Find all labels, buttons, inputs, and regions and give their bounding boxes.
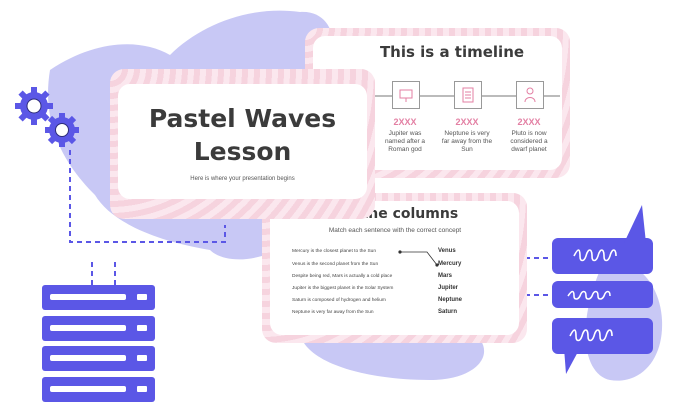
timeline-title: This is a timeline <box>379 43 525 61</box>
columns-title: t the columns <box>350 206 459 222</box>
list-item-right-3: Mars <box>438 273 453 279</box>
list-item-right-2: Mercury <box>438 261 462 267</box>
slide-main <box>110 69 375 219</box>
list-item-right-5: Neptune <box>438 297 462 303</box>
match-line <box>398 250 439 267</box>
timeline-text-1: Jupiter was named after a Roman god <box>384 130 426 153</box>
list-item-left-5: Saturn is composed of hydrogen and heliu… <box>292 298 386 303</box>
list-item-left-6: Neptune is very far away from the Sun <box>292 310 374 315</box>
timeline-year-3: 2XXX <box>517 117 541 127</box>
person-icon <box>516 81 544 109</box>
list-item-right-1: Venus <box>438 248 456 254</box>
list-item-right-4: Jupiter <box>438 285 459 291</box>
document-icon <box>454 81 482 109</box>
list-item-right-6: Saturn <box>438 309 458 315</box>
columns-subtitle: Match each sentence with the correct con… <box>328 227 462 234</box>
main-subtitle: Here is where your presentation begins <box>190 176 295 182</box>
columns-list: Mercury is the closest planet to the Sun… <box>262 243 527 333</box>
timeline-text-2: Neptune is very far away from the Sun <box>441 130 493 153</box>
timeline-year-1: 2XXX <box>393 117 417 127</box>
list-item-left-4: Jupiter is the biggest planet in the Sol… <box>292 286 394 291</box>
presentation-icon <box>392 81 420 109</box>
timeline-year-2: 2XXX <box>455 117 479 127</box>
main-title-line1: Pastel Waves <box>148 104 337 133</box>
list-item-left-3: Despite being red, Mars is actually a co… <box>292 274 393 279</box>
gear-icon <box>15 87 79 147</box>
list-item-left-2: Venus is the second planet from the Sun <box>292 262 379 267</box>
main-title-line2: Lesson <box>193 137 292 166</box>
list-item-left-1: Mercury is the closest planet to the Sun <box>292 249 376 254</box>
timeline-text-3: Pluto is now considered a dwarf planet <box>510 130 548 153</box>
